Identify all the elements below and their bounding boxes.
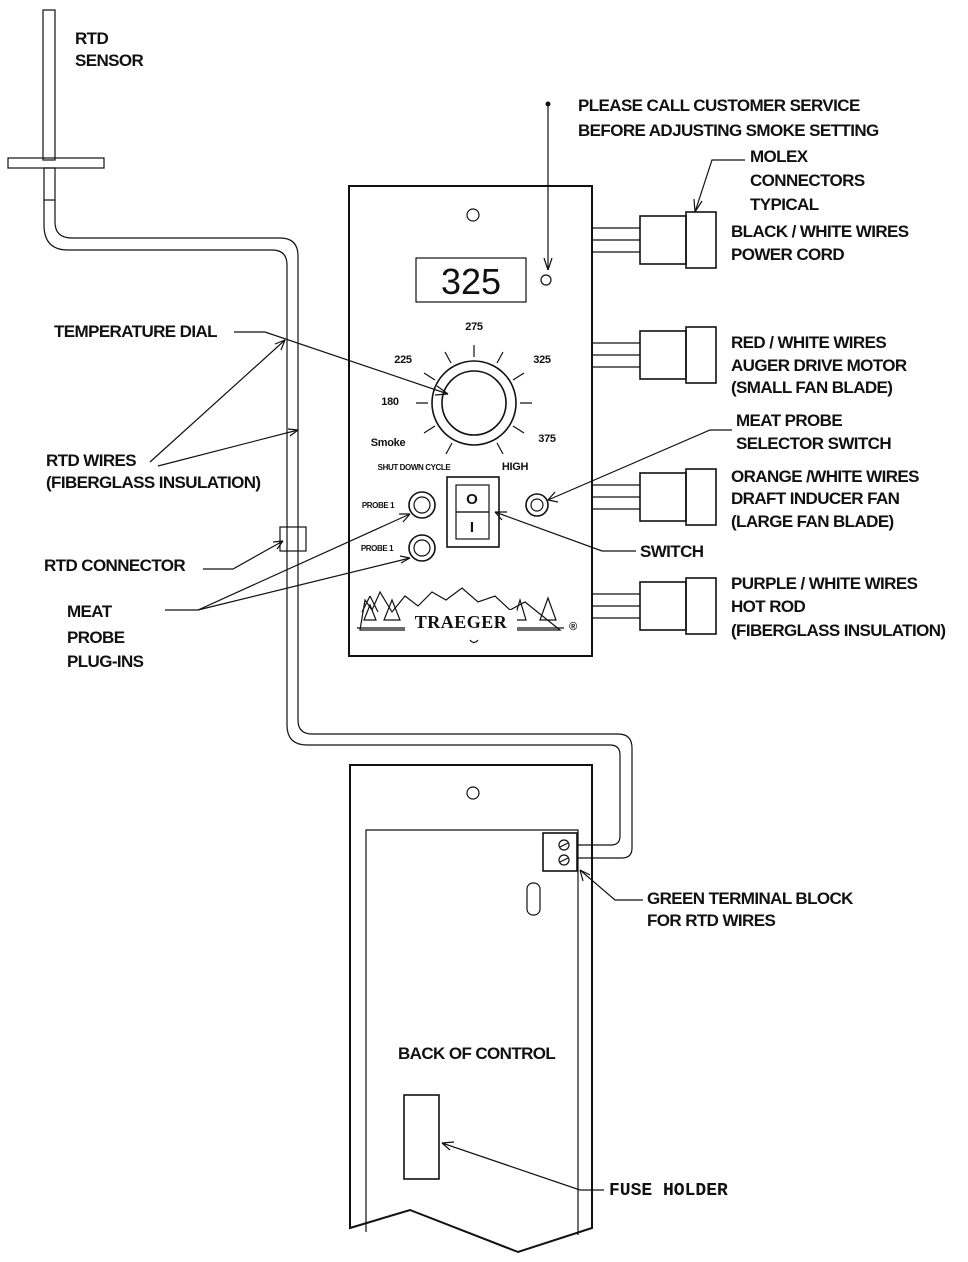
label-red-white-2: AUGER DRIVE MOTOR [731,356,907,375]
label-back-of-control: BACK OF CONTROL [398,1044,555,1063]
label-red-white-1: RED / WHITE WIRES [731,333,886,352]
label-meat-probe-plugins-3: PLUG-INS [67,652,144,671]
meat-probe-selector-switch[interactable] [525,493,549,517]
dial-mark-high: HIGH [502,461,529,473]
fuse-holder [403,1094,440,1180]
control-panel-front [348,185,593,657]
temperature-display [415,257,527,303]
display-value: 325 [441,261,501,302]
dial-mark-225: 225 [394,354,412,366]
label-meat-probe-plugins-1: MEAT [67,602,113,621]
label-customer-service-2: BEFORE ADJUSTING SMOKE SETTING [578,121,879,140]
dial-mark-275: 275 [465,321,483,333]
probe-label-top: PROBE 1 [362,501,395,510]
label-rtd-connector: RTD CONNECTOR [44,556,185,575]
label-rtd-wires-2: (FIBERGLASS INSULATION) [46,473,260,492]
label-rtd-wires-1: RTD WIRES [46,451,136,470]
mount-hole-top [466,208,480,222]
green-terminal-block [542,832,578,872]
slot-hole [526,882,541,916]
label-rtd-sensor-2: SENSOR [75,51,144,70]
molex-connectors [592,211,717,635]
control-panel-back [349,764,593,1254]
switch-on-mark: O [466,491,478,508]
label-orange-white-3: (LARGE FAN BLADE) [731,512,894,531]
rtd-wire-path [43,200,633,859]
label-green-terminal-1: GREEN TERMINAL BLOCK [647,889,854,908]
label-molex-3: TYPICAL [750,195,819,214]
label-black-white-1: BLACK / WHITE WIRES [731,222,909,241]
brand-name: TRAEGER [415,612,508,632]
probe-plugin-bottom[interactable] [408,534,436,562]
dial-mark-shut-down: SHUT DOWN CYCLE [378,463,452,472]
label-orange-white-1: ORANGE /WHITE WIRES [731,467,919,486]
mount-hole-back [466,786,480,800]
label-fuse-holder: FUSE HOLDER [609,1181,728,1201]
label-meat-probe-plugins-2: PROBE [67,628,125,647]
label-orange-white-2: DRAFT INDUCER FAN [731,489,900,508]
probe-plugin-top[interactable] [408,491,436,519]
power-switch[interactable] [446,476,500,548]
probe-label-bottom: PROBE 1 [361,544,394,553]
smoke-adjust-hole [540,274,552,286]
label-purple-white-1: PURPLE / WHITE WIRES [731,574,918,593]
label-purple-white-3: (FIBERGLASS INSULATION) [731,621,945,640]
label-meat-probe-selector-1: MEAT PROBE [736,411,842,430]
label-molex-1: MOLEX [750,147,809,166]
dial-mark-smoke: Smoke [371,437,406,449]
label-temperature-dial: TEMPERATURE DIAL [54,322,217,341]
label-customer-service-1: PLEASE CALL CUSTOMER SERVICE [578,96,860,115]
label-green-terminal-2: FOR RTD WIRES [647,911,775,930]
dial-mark-325: 325 [533,354,551,366]
dial-mark-180: 180 [381,396,399,408]
dial-mark-375: 375 [538,433,556,445]
label-molex-2: CONNECTORS [750,171,865,190]
label-black-white-2: POWER CORD [731,245,844,264]
label-meat-probe-selector-2: SELECTOR SWITCH [736,434,891,453]
registered-mark: ® [569,621,577,633]
leader-lines [149,101,745,1191]
label-switch: SWITCH [640,542,704,561]
label-red-white-3: (SMALL FAN BLADE) [731,378,892,397]
rtd-connector [279,526,307,552]
switch-off-mark: I [470,519,474,536]
label-purple-white-2: HOT ROD [731,597,806,616]
temperature-dial[interactable] [416,345,532,455]
rtd-sensor-probe [7,9,105,201]
label-rtd-sensor-1: RTD [75,29,108,48]
